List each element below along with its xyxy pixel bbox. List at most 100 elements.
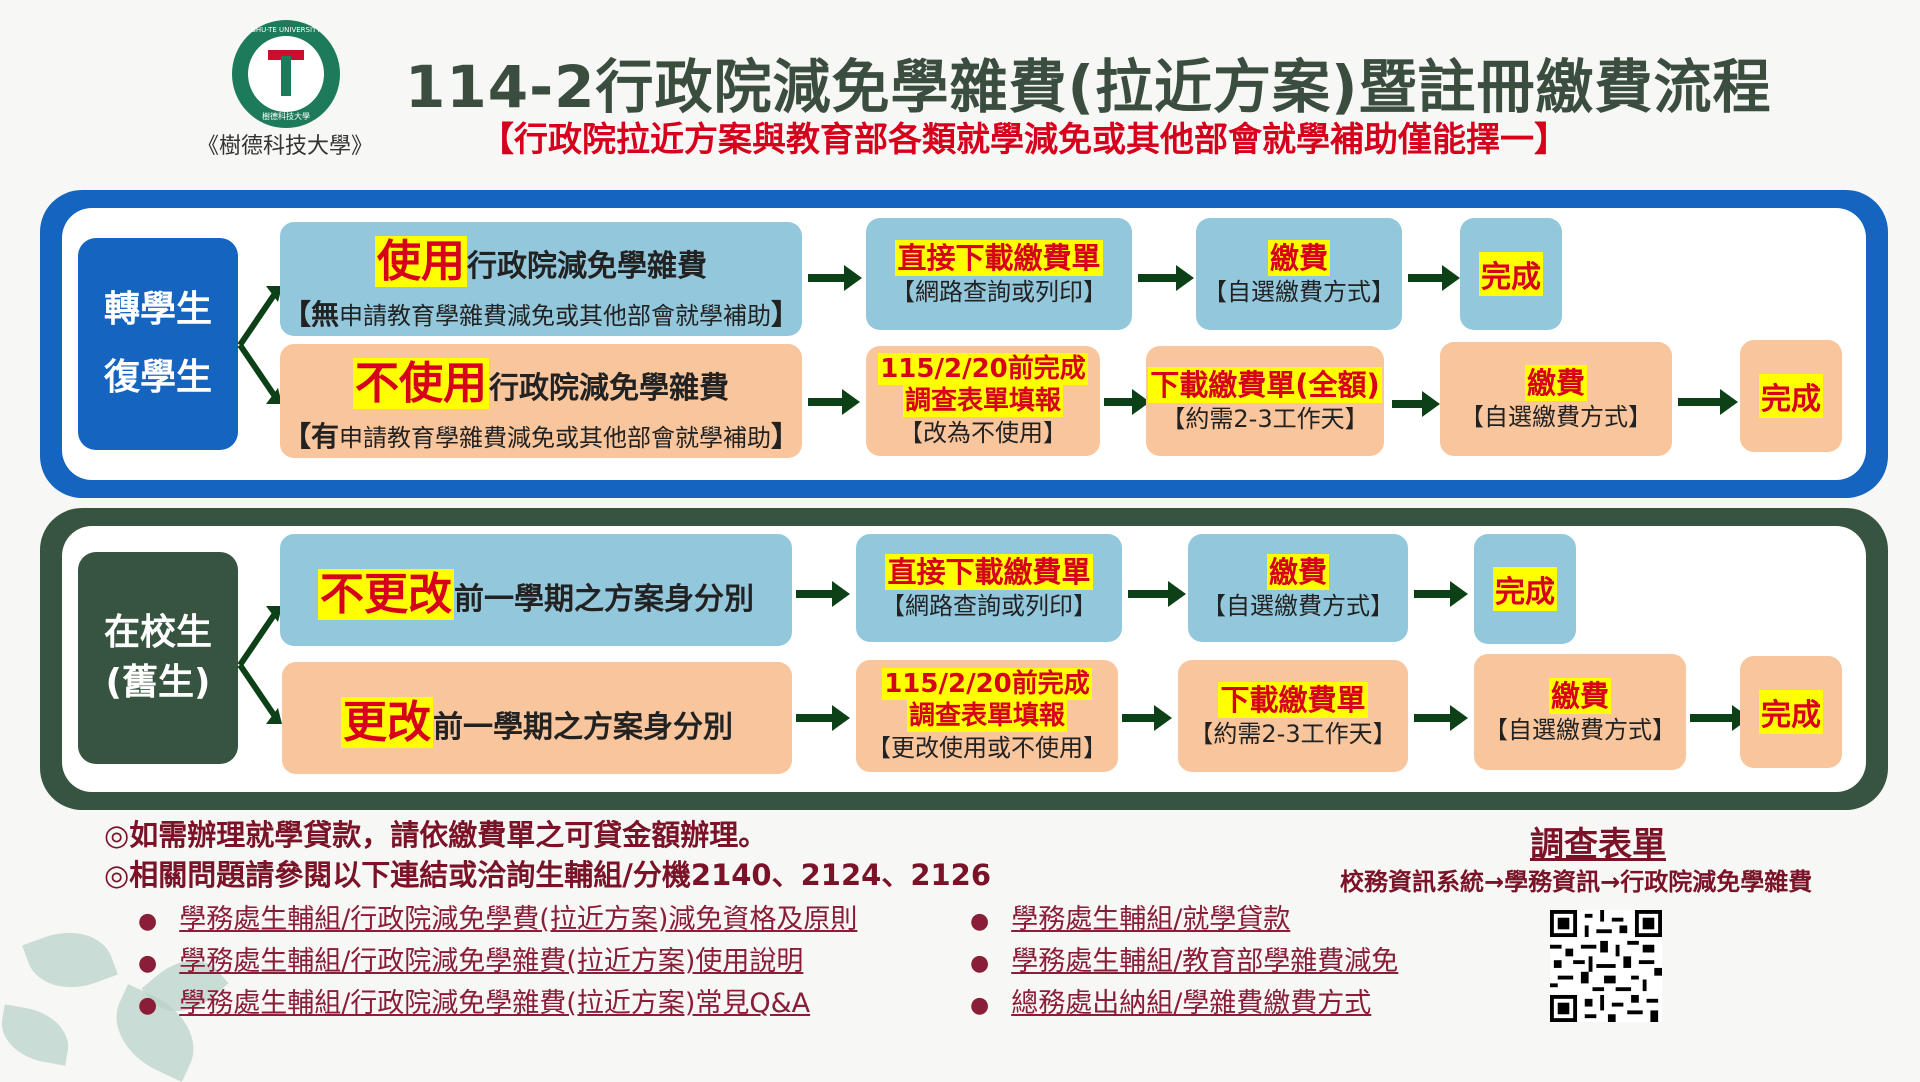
done-label: 完成 <box>1493 567 1557 611</box>
pay-label: 繳費 <box>1548 678 1611 714</box>
pay-box: 繳費 【自選繳費方式】 <box>1440 342 1672 456</box>
arrow <box>1678 389 1738 415</box>
category-current-line2: (舊生) <box>105 662 211 703</box>
change-highlight: 更改 <box>341 697 433 748</box>
arrow <box>1690 705 1750 731</box>
arrow <box>1138 265 1194 291</box>
page-subtitle: 【行政院拉近方案與教育部各類就學減免或其他部會就學補助僅能擇一】 <box>480 120 1568 160</box>
done-box: 完成 <box>1474 534 1576 644</box>
pay-box: 繳費 【自選繳費方式】 <box>1196 218 1402 330</box>
link-subsidy-guide[interactable]: 學務處生輔組/行政院減免學雜費(拉近方案)使用說明 <box>138 942 857 984</box>
nouse-text: 行政院減免學雜費 <box>489 371 729 406</box>
survey-path: 校務資訊系統→學務資訊→行政院減免學雜費 <box>1340 868 1813 896</box>
done-label: 完成 <box>1759 374 1823 418</box>
arrow <box>1392 391 1440 417</box>
keep-status-box: 不更改前一學期之方案身分別 <box>280 534 792 646</box>
download-bill-note: 【網路查詢或列印】 <box>891 278 1107 306</box>
arrow <box>1104 389 1150 415</box>
pay-label: 繳費 <box>1267 240 1330 276</box>
download-bill-note: 【網路查詢或列印】 <box>881 592 1097 620</box>
survey-fill: 調查表單填報 <box>906 700 1067 732</box>
page-title: 114-2行政院減免學雜費(拉近方案)暨註冊繳費流程 <box>405 53 1772 121</box>
category-current: 在校生 (舊生) <box>78 552 238 764</box>
download-bill-label: 直接下載繳費單 <box>895 240 1103 276</box>
pay-note: 【自選繳費方式】 <box>1202 592 1394 620</box>
download-full-bill-box: 下載繳費單(全額) 【約需2-3工作天】 <box>1146 346 1384 456</box>
logo-ring-text: SHU-TE UNIVERSITY <box>251 26 321 34</box>
arrow <box>808 389 860 415</box>
survey-note: 【更改使用或不使用】 <box>867 734 1107 762</box>
pay-note: 【自選繳費方式】 <box>1484 716 1676 744</box>
nouse-note-bracket-close: 】 <box>771 420 800 453</box>
survey-form-box: 115/2/20前完成 調查表單填報 【改為不使用】 <box>866 346 1100 456</box>
nouse-note: 【有申請教育學雜費減免或其他部會就學補助】 <box>283 415 799 455</box>
change-text: 前一學期之方案身分別 <box>433 710 733 745</box>
nouse-note-text: 申請教育學雜費減免或其他部會就學補助 <box>339 424 771 452</box>
use-note-bracket-close: 】 <box>771 298 800 331</box>
done-label: 完成 <box>1759 690 1823 734</box>
use-subsidy-box: 使用行政院減免學雜費 【無申請教育學雜費減免或其他部會就學補助】 <box>280 222 802 336</box>
survey-note: 【改為不使用】 <box>899 419 1067 447</box>
arrow <box>1414 581 1468 607</box>
download-bill-box: 直接下載繳費單 【網路查詢或列印】 <box>866 218 1132 330</box>
fork-arrow-transfer <box>237 286 282 404</box>
use-note-bold: 無 <box>310 298 339 331</box>
pay-note: 【自選繳費方式】 <box>1203 278 1395 306</box>
arrow <box>796 581 850 607</box>
survey-form-box: 115/2/20前完成 調查表單填報 【更改使用或不使用】 <box>856 660 1118 772</box>
link-payment-methods[interactable]: 總務處出納組/學雜費繳費方式 <box>970 984 1398 1026</box>
arrow <box>1408 265 1460 291</box>
university-logo: SHU-TE UNIVERSITY 樹德科技大學 <box>232 20 340 128</box>
category-transfer-line1: 轉學生 <box>103 289 212 330</box>
link-subsidy-eligibility[interactable]: 學務處生輔組/行政院減免學費(拉近方案)減免資格及原則 <box>138 900 857 942</box>
links-left: 學務處生輔組/行政院減免學費(拉近方案)減免資格及原則 學務處生輔組/行政院減免… <box>138 900 857 1026</box>
links-right: 學務處生輔組/就學貸款 學務處生輔組/教育部學雜費減免 總務處出納組/學雜費繳費… <box>970 900 1398 1026</box>
logo-emblem <box>248 36 324 112</box>
qr-code-icon[interactable] <box>1550 910 1662 1022</box>
keep-highlight: 不更改 <box>318 569 454 620</box>
pay-label: 繳費 <box>1524 365 1587 401</box>
category-transfer-line2: 復學生 <box>103 357 212 398</box>
leaf-decoration <box>0 1004 74 1066</box>
use-note: 【無申請教育學雜費減免或其他部會就學補助】 <box>283 293 799 333</box>
arrow <box>1122 705 1172 731</box>
pay-box: 繳費 【自選繳費方式】 <box>1474 654 1686 770</box>
use-text: 行政院減免學雜費 <box>467 249 707 284</box>
arrow <box>1414 705 1468 731</box>
use-highlight: 使用 <box>375 236 467 287</box>
pay-box: 繳費 【自選繳費方式】 <box>1188 534 1408 642</box>
use-note-text: 申請教育學雜費減免或其他部會就學補助 <box>339 302 771 330</box>
logo-cn-text: 樹德科技大學 <box>262 112 310 121</box>
survey-title[interactable]: 調查表單 <box>1530 825 1666 865</box>
download-full-bill-note: 【約需2-3工作天】 <box>1161 405 1369 433</box>
survey-deadline: 115/2/20前完成 <box>878 353 1088 385</box>
logo-name: 《樹德科技大學》 <box>196 134 373 159</box>
download-bill-box: 直接下載繳費單 【網路查詢或列印】 <box>856 534 1122 642</box>
link-student-loan[interactable]: 學務處生輔組/就學貸款 <box>970 900 1398 942</box>
link-subsidy-faq[interactable]: 學務處生輔組/行政院減免學雜費(拉近方案)常見Q&A <box>138 984 857 1026</box>
arrow <box>796 705 850 731</box>
done-box: 完成 <box>1740 656 1842 768</box>
change-status-box: 更改前一學期之方案身分別 <box>282 662 792 774</box>
link-moe-tuition-reduction[interactable]: 學務處生輔組/教育部學雜費減免 <box>970 942 1398 984</box>
download-bill-label: 下載繳費單 <box>1218 682 1368 718</box>
nouse-note-bracket-open: 【 <box>282 420 311 453</box>
category-transfer: 轉學生 復學生 <box>78 238 238 450</box>
download-bill-label: 直接下載繳費單 <box>885 554 1093 590</box>
done-box: 完成 <box>1460 218 1562 330</box>
note-loan: ◎如需辦理就學貸款，請依繳費單之可貸金額辦理。 <box>104 818 768 852</box>
survey-deadline: 115/2/20前完成 <box>882 668 1092 700</box>
done-label: 完成 <box>1479 252 1543 296</box>
download-bill-note: 【約需2-3工作天】 <box>1189 720 1397 748</box>
keep-text: 前一學期之方案身分別 <box>454 582 754 617</box>
nouse-subsidy-box: 不使用行政院減免學雜費 【有申請教育學雜費減免或其他部會就學補助】 <box>280 344 802 458</box>
nouse-note-bold: 有 <box>310 420 339 453</box>
fork-arrow-current <box>237 606 282 724</box>
nouse-highlight: 不使用 <box>353 358 489 409</box>
pay-label: 繳費 <box>1266 554 1329 590</box>
notes: ◎如需辦理就學貸款，請依繳費單之可貸金額辦理。 ◎相關問題請參閱以下連結或洽詢生… <box>104 815 991 895</box>
download-bill-box: 下載繳費單 【約需2-3工作天】 <box>1178 660 1408 772</box>
done-box: 完成 <box>1740 340 1842 452</box>
pay-note: 【自選繳費方式】 <box>1460 403 1652 431</box>
